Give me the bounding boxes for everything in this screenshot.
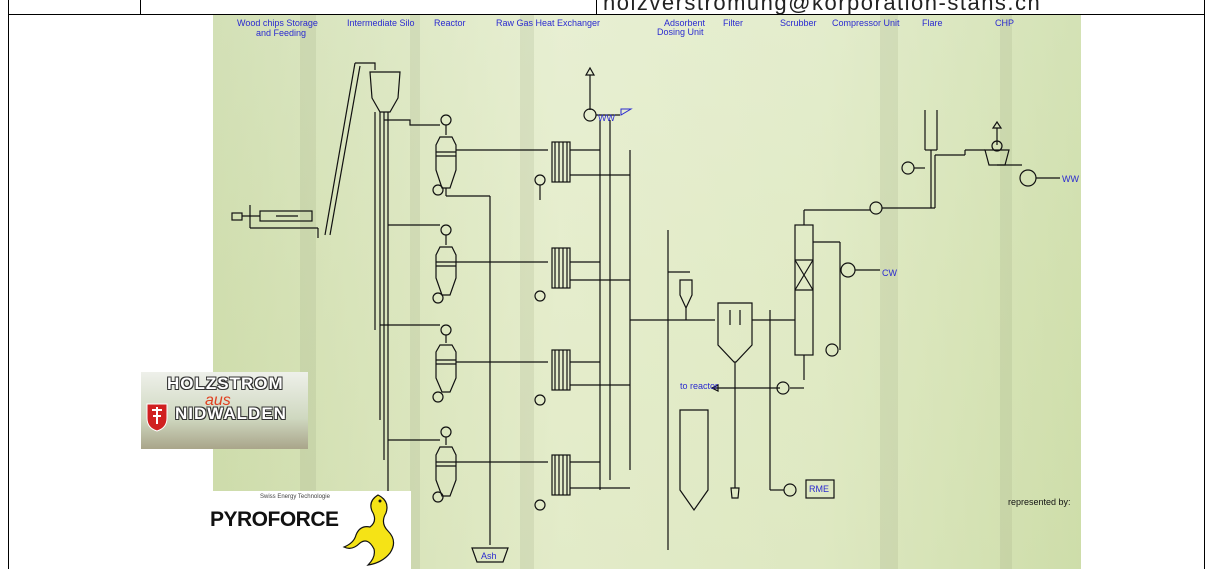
cooling-exchanger-top (584, 109, 596, 121)
label-raw-gas-hx: Raw Gas Heat Exchanger (496, 19, 600, 28)
label-intermediate-silo: Intermediate Silo (347, 19, 415, 28)
label-wood-chips: Wood chips Storage (237, 19, 318, 28)
salamander-icon (338, 491, 408, 569)
holzstrom-line3: NIDWALDEN (175, 404, 287, 424)
label-wood-chips-2: and Feeding (256, 29, 306, 38)
heat-exchanger-1 (456, 142, 570, 200)
pyroforce-tagline: Swiss Energy Technologie (260, 494, 330, 500)
label-reactor: Reactor (434, 19, 466, 28)
label-ww-top: WW (598, 114, 615, 123)
heat-exchanger-2 (456, 248, 570, 301)
label-ww-right: WW (1062, 175, 1079, 184)
label-rme: RME (809, 485, 829, 494)
label-cw: CW (882, 269, 897, 278)
chp-engine (985, 150, 1009, 165)
label-adsorbent-2: Dosing Unit (657, 28, 704, 37)
represented-by-text: represented by: (1008, 497, 1071, 507)
label-scrubber: Scrubber (780, 19, 817, 28)
adsorbent-hopper (680, 280, 692, 308)
ash-silo (680, 410, 708, 510)
reactor-2 (388, 225, 456, 303)
label-flare: Flare (922, 19, 943, 28)
heat-exchanger-3 (456, 350, 570, 405)
intermediate-silo (370, 72, 400, 112)
pyroforce-logo: Swiss Energy Technologie PYROFORCE (206, 491, 411, 569)
holzstrom-line1: HOLZSTROM (167, 374, 284, 394)
heat-exchanger-4 (456, 455, 570, 510)
label-ash: Ash (481, 551, 497, 561)
filter-vessel (718, 303, 752, 362)
reactor-3 (380, 325, 456, 402)
label-compressor: Compressor Unit (832, 19, 900, 28)
label-filter: Filter (723, 19, 743, 28)
holzstrom-logo: HOLZSTROM aus NIDWALDEN (141, 372, 308, 449)
feeder-inlet (232, 213, 242, 220)
label-chp: CHP (995, 19, 1014, 28)
chp-heat-exchanger (1020, 170, 1036, 186)
nidwalden-shield-icon (145, 402, 169, 432)
pyroforce-name: PYROFORCE (210, 508, 339, 532)
label-to-reactor: to reactor (680, 382, 718, 391)
reactor-1 (384, 115, 456, 196)
